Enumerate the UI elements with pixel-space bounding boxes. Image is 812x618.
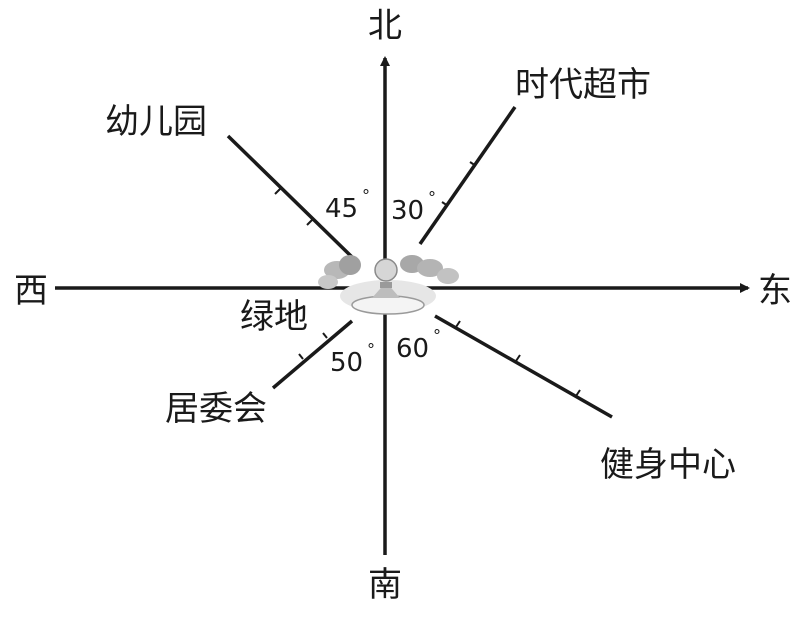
supermarket-tick-2 <box>469 161 477 167</box>
committee-label: 居委会 <box>165 389 267 429</box>
svg-text:45: 45 <box>325 194 358 224</box>
svg-text:50: 50 <box>330 348 363 378</box>
supermarket-ray <box>418 106 517 245</box>
east-label: 东 <box>758 271 792 311</box>
supermarket-label: 时代超市 <box>515 65 651 105</box>
fitness-angle: 60 ° <box>396 326 441 364</box>
fitness-tick-1 <box>455 320 461 328</box>
kindergarten-tick-1 <box>306 218 314 226</box>
committee-angle: 50 ° <box>330 340 375 378</box>
supermarket-angle: 30 ° <box>391 188 436 226</box>
svg-text:60: 60 <box>396 334 429 364</box>
fitness-label: 健身中心 <box>600 445 736 485</box>
svg-text:°: ° <box>362 186 370 205</box>
park-icon <box>318 255 459 315</box>
committee-ray <box>271 319 354 390</box>
kindergarten-label: 幼儿园 <box>105 102 207 142</box>
center-label: 绿地 <box>240 297 308 337</box>
fitness-tick-2 <box>515 354 521 362</box>
north-label: 北 <box>368 6 402 46</box>
svg-text:°: ° <box>367 340 375 359</box>
svg-text:°: ° <box>433 326 441 345</box>
fitness-ray <box>434 314 613 419</box>
west-label: 西 <box>14 271 48 311</box>
kindergarten-angle: 45 ° <box>325 186 370 224</box>
svg-text:°: ° <box>428 188 436 207</box>
supermarket-tick-1 <box>441 201 449 207</box>
kindergarten-tick-2 <box>274 187 282 195</box>
committee-tick-1 <box>322 332 328 339</box>
south-label: 南 <box>368 565 402 605</box>
kindergarten-ray <box>226 134 355 260</box>
fitness-tick-3 <box>575 389 581 397</box>
svg-text:30: 30 <box>391 196 424 226</box>
committee-tick-2 <box>298 353 304 360</box>
